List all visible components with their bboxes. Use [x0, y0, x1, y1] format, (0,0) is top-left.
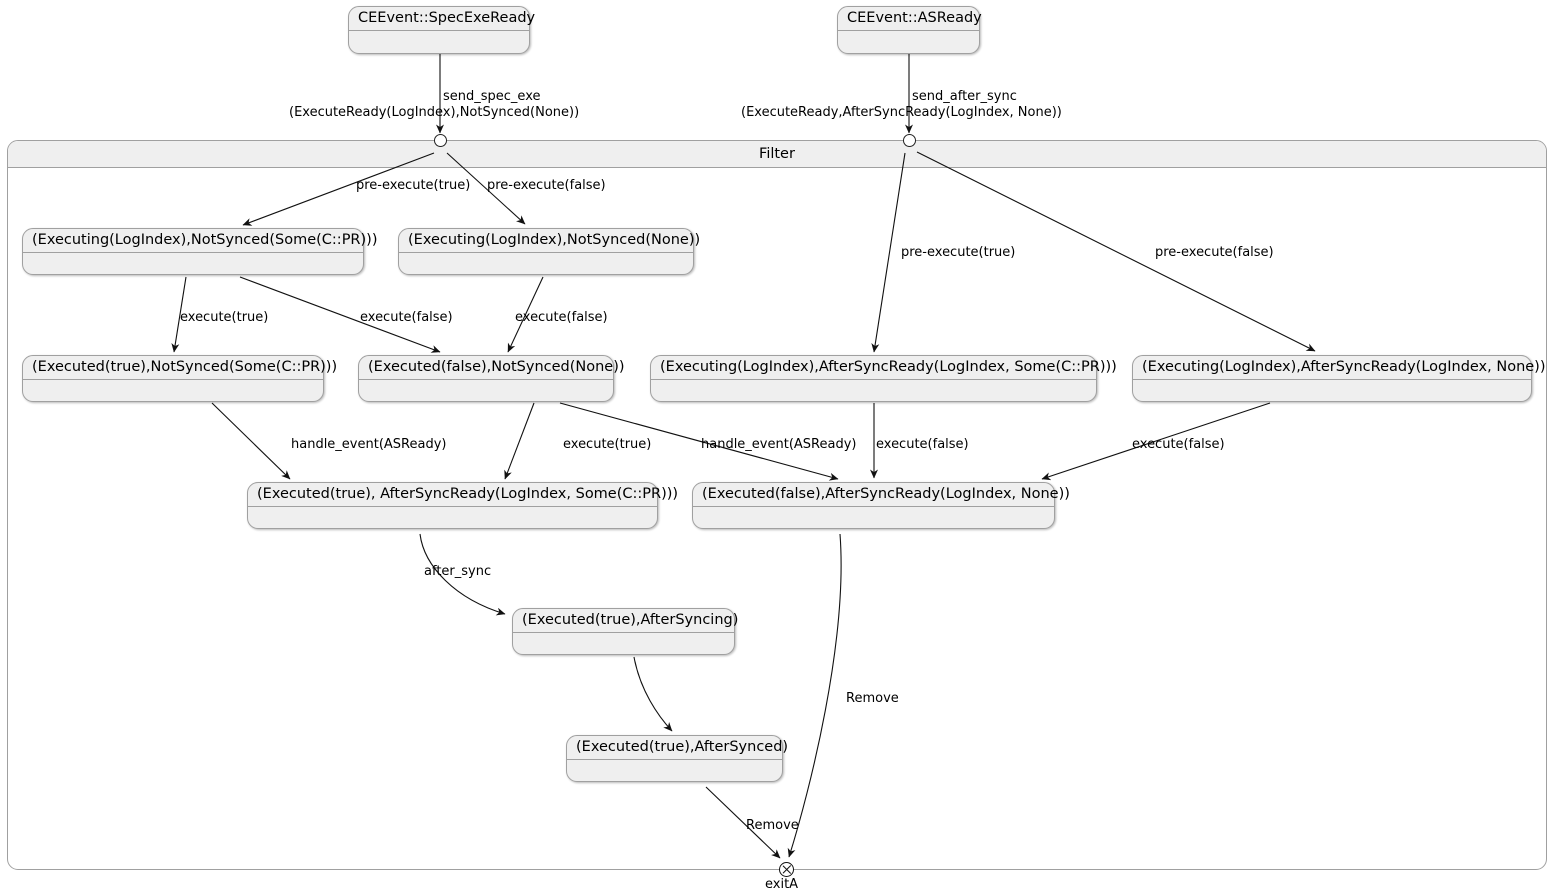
state-body [838, 31, 979, 52]
state-body [399, 253, 693, 274]
transition-label-execute-true-1: execute(true) [180, 310, 269, 325]
transition-label-send-after-sync-line2: (ExecuteReady,AfterSyncReady(LogIndex, N… [741, 105, 1062, 120]
transition-label-remove-2: Remove [746, 818, 799, 833]
state-title: CEEvent::ASReady [838, 7, 982, 31]
state-body [248, 507, 657, 528]
transition-label-send-after-sync-line1: send_after_sync [912, 89, 1017, 104]
state-body [513, 633, 734, 654]
state-executed-true-notsynced-some[interactable]: (Executed(true),NotSynced(Some(C::PR))) [22, 355, 337, 402]
composite-state-title: Filter [8, 141, 1546, 168]
state-title: (Executing(LogIndex),AfterSyncReady(LogI… [1133, 356, 1546, 380]
transition-label-execute-false-4: execute(false) [1132, 437, 1225, 452]
state-ceevent-asready[interactable]: CEEvent::ASReady [837, 6, 982, 54]
state-body [651, 380, 1096, 401]
state-body [349, 31, 529, 52]
state-title: (Executed(true),NotSynced(Some(C::PR))) [23, 356, 337, 380]
exit-point-label: exitA [765, 877, 799, 892]
state-title: (Executing(LogIndex),NotSynced(None)) [399, 229, 700, 253]
state-title: (Executing(LogIndex),AfterSyncReady(LogI… [651, 356, 1117, 380]
transition-label-pre-execute-false-1: pre-execute(false) [487, 178, 606, 193]
state-body [23, 253, 363, 274]
state-body [359, 380, 613, 401]
transition-label-execute-false-2: execute(false) [515, 310, 608, 325]
transition-label-remove-1: Remove [846, 691, 899, 706]
state-body [23, 380, 323, 401]
state-body [1133, 380, 1531, 401]
state-title: (Executed(false),AfterSyncReady(LogIndex… [693, 483, 1070, 507]
state-executing-aftersyncready-some[interactable]: (Executing(LogIndex),AfterSyncReady(LogI… [650, 355, 1117, 402]
state-ceevent-specexeready[interactable]: CEEvent::SpecExeReady [348, 6, 535, 54]
state-title: (Executed(true),AfterSynced) [567, 736, 788, 760]
state-title: (Executed(true),AfterSyncing) [513, 609, 738, 633]
transition-label-send-spec-exe-line1: send_spec_exe [443, 89, 541, 104]
transition-label-execute-false-1: execute(false) [360, 310, 453, 325]
exit-point-exita[interactable] [779, 862, 794, 877]
transition-label-after-sync: after_sync [424, 564, 492, 579]
transition-label-pre-execute-true-2: pre-execute(true) [901, 245, 1016, 260]
transition-label-handle-event-asready-2: handle_event(ASReady) [701, 437, 857, 452]
transition-label-pre-execute-false-2: pre-execute(false) [1155, 245, 1274, 260]
transition-label-pre-execute-true-1: pre-execute(true) [356, 178, 471, 193]
state-title: CEEvent::SpecExeReady [349, 7, 535, 31]
state-executed-true-aftersynced[interactable]: (Executed(true),AfterSynced) [566, 735, 788, 782]
state-body [567, 760, 782, 781]
state-executed-true-aftersyncing[interactable]: (Executed(true),AfterSyncing) [512, 608, 738, 655]
state-executing-notsynced-none[interactable]: (Executing(LogIndex),NotSynced(None)) [398, 228, 700, 275]
transition-label-handle-event-asready-1: handle_event(ASReady) [291, 437, 447, 452]
state-executed-true-aftersyncready-some[interactable]: (Executed(true), AfterSyncReady(LogIndex… [247, 482, 678, 529]
transition-label-execute-true-2: execute(true) [563, 437, 652, 452]
state-title: (Executed(false),NotSynced(None)) [359, 356, 625, 380]
state-body [693, 507, 1054, 528]
state-executed-false-aftersyncready-none[interactable]: (Executed(false),AfterSyncReady(LogIndex… [692, 482, 1070, 529]
entry-point-after-sync[interactable] [903, 134, 916, 147]
state-executed-false-notsynced-none[interactable]: (Executed(false),NotSynced(None)) [358, 355, 625, 402]
state-executing-aftersyncready-none[interactable]: (Executing(LogIndex),AfterSyncReady(LogI… [1132, 355, 1546, 402]
state-executing-notsynced-some[interactable]: (Executing(LogIndex),NotSynced(Some(C::P… [22, 228, 377, 275]
state-title: (Executed(true), AfterSyncReady(LogIndex… [248, 483, 678, 507]
state-title: (Executing(LogIndex),NotSynced(Some(C::P… [23, 229, 377, 253]
transition-label-send-spec-exe-line2: (ExecuteReady(LogIndex),NotSynced(None)) [289, 105, 580, 120]
transition-label-execute-false-3: execute(false) [876, 437, 969, 452]
entry-point-spec-exe[interactable] [434, 134, 447, 147]
